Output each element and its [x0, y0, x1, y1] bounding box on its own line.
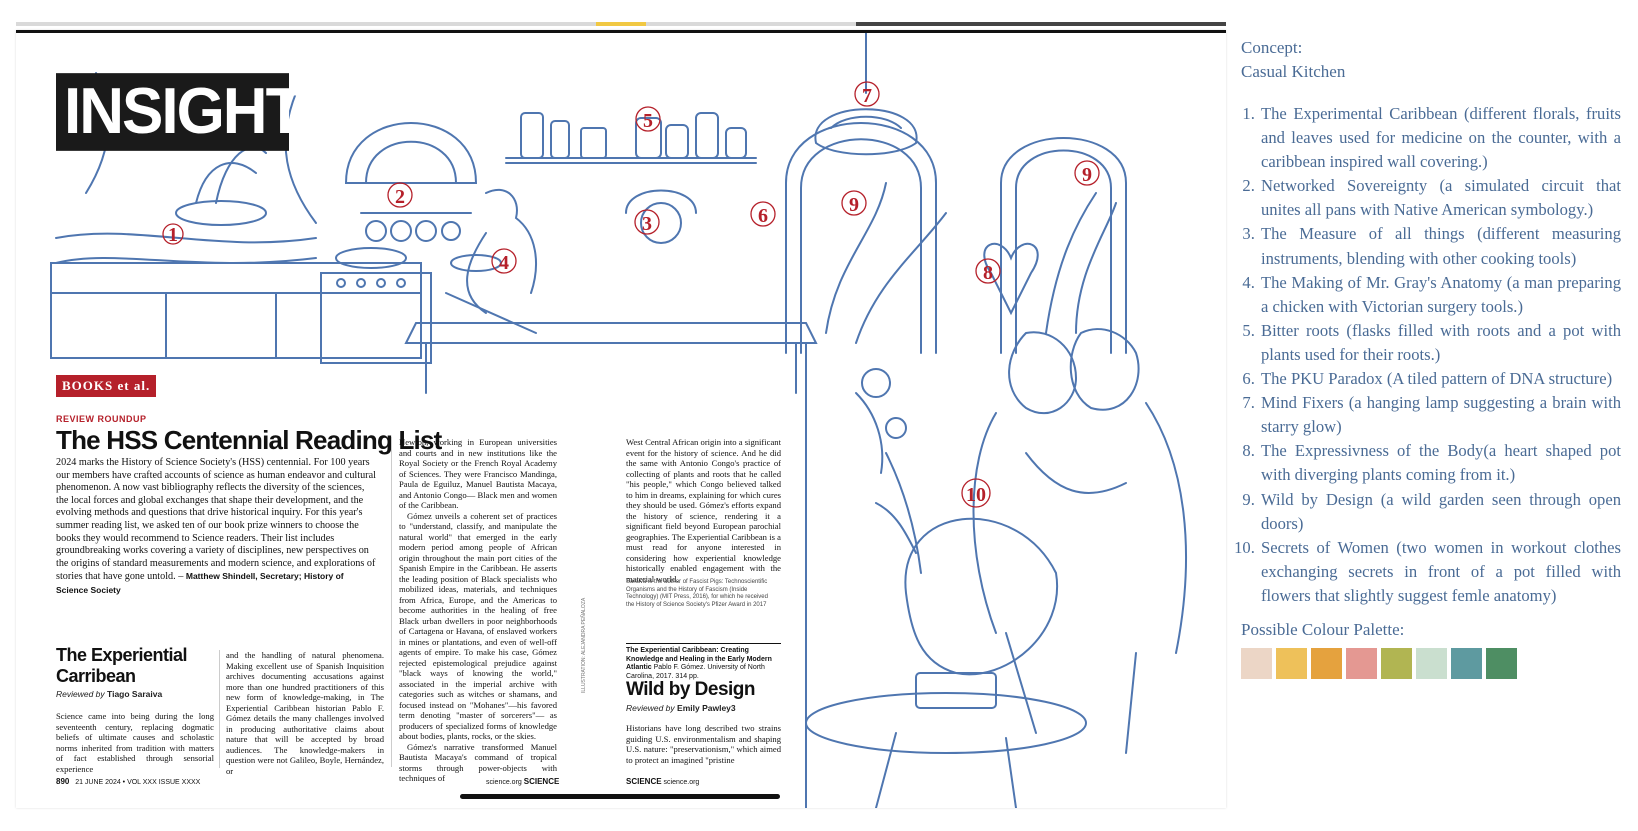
palette-swatch-2: [1276, 647, 1307, 679]
marker-10: 10: [961, 478, 991, 508]
palette-label: Possible Colour Palette:: [1241, 619, 1405, 639]
list-item: Wild by Design (a wild garden seen throu…: [1259, 488, 1621, 536]
heart-pot: [983, 242, 1039, 316]
magazine-spread: 1 2 3 4 5 6 7 8 9 9 10 INSIGHTS BOOKS et…: [16, 30, 1226, 808]
list-item: Mind Fixers (a hanging lamp suggesting a…: [1259, 391, 1621, 439]
home-indicator-bar[interactable]: [460, 794, 780, 799]
arch-door-right: [1000, 137, 1127, 354]
column-3: Newton, working in European universities…: [399, 437, 557, 783]
insights-banner: INSIGHTS: [56, 73, 343, 151]
marker-group: 1 2 3 4 5 6 7 8 9 9 10: [162, 81, 1100, 508]
svg-text:5: 5: [643, 110, 653, 132]
list-item: The Measure of all things (different mea…: [1259, 222, 1621, 270]
svg-text:3: 3: [642, 213, 652, 235]
intro-signature: Matthew Shindell, Secretary; History of …: [56, 571, 344, 595]
marker-2: 2: [387, 182, 413, 208]
palette-swatch-4: [1346, 647, 1377, 679]
colour-palette: [1241, 647, 1621, 679]
range-hood: [344, 122, 478, 184]
marker-7: 7: [854, 81, 880, 107]
palette-swatch-7: [1451, 647, 1482, 679]
marker-8: 8: [975, 258, 1001, 284]
svg-text:9: 9: [1082, 164, 1092, 186]
svg-text:10: 10: [966, 484, 986, 506]
column-5: Historians have long described two strai…: [626, 723, 781, 765]
list-item: Secrets of Women (two women in workout c…: [1259, 536, 1621, 608]
list-item: Networked Sovereignty (a simulated circu…: [1259, 174, 1621, 222]
list-item: Bitter roots (flasks filled with roots a…: [1259, 319, 1621, 367]
palette-swatch-6: [1416, 647, 1447, 679]
svg-text:1: 1: [168, 224, 178, 246]
svg-text:9: 9: [849, 194, 859, 216]
review2-title: Wild by Design: [626, 679, 756, 700]
palette-swatch-8: [1486, 647, 1517, 679]
review-kicker: REVIEW ROUNDUP: [56, 414, 147, 424]
kitchen-island: [404, 322, 818, 344]
author-bio: Saraiva is the author of Fascist Pigs: T…: [626, 579, 768, 608]
list-item: The Expressivness of the Body(a heart sh…: [1259, 439, 1621, 487]
book-reference: The Experiential Caribbean: Creating Kno…: [626, 643, 781, 681]
marker-1: 1: [162, 223, 184, 246]
svg-text:8: 8: [983, 262, 993, 284]
marker-3: 3: [634, 209, 660, 235]
counter-left: [50, 262, 422, 359]
books-badge: BOOKS et al.: [56, 375, 157, 397]
concept-notes-panel: Concept: Casual Kitchen The Experimental…: [1241, 36, 1621, 679]
column-1: Science came into being during the long …: [56, 711, 214, 774]
illustration-credit: ILLUSTRATION: ALEJANDRA PEÑALOZA: [581, 597, 587, 693]
article-intro: 2024 marks the History of Science Societ…: [56, 457, 376, 595]
svg-text:2: 2: [395, 186, 405, 208]
svg-text:4: 4: [499, 252, 509, 274]
palette-swatch-1: [1241, 647, 1272, 679]
marker-4: 4: [491, 248, 517, 274]
column-2: and the handling of natural phenomena. M…: [226, 650, 384, 776]
flower-pot: [904, 517, 1059, 676]
concept-value: Casual Kitchen: [1241, 62, 1346, 81]
review2-byline: Reviewed by Emily Pawley3: [626, 703, 736, 713]
palette-swatch-5: [1381, 647, 1412, 679]
review1-title: The Experiential Carribean: [56, 645, 188, 686]
svg-text:6: 6: [758, 205, 768, 227]
progress-tabs: [16, 22, 1226, 26]
column-4: West Central African origin into a signi…: [626, 437, 781, 584]
concept-label: Concept:: [1241, 38, 1303, 57]
marker-6: 6: [750, 201, 776, 227]
kitchen-sketch-illustration: 1 2 3 4 5 6 7 8 9 9 10: [50, 33, 1187, 808]
marker-5: 5: [635, 106, 661, 132]
review1-byline: Reviewed by Tiago Saraiva: [56, 689, 163, 699]
footer-left: 890 21 JUNE 2024 • VOL XXX ISSUE XXXX: [56, 777, 201, 786]
concept-list: The Experimental Caribbean (different fl…: [1241, 102, 1621, 608]
list-item: The PKU Paradox (A tiled pattern of DNA …: [1259, 367, 1621, 391]
palette-swatch-3: [1311, 647, 1342, 679]
article-headline: The HSS Centennial Reading List: [56, 425, 442, 455]
list-item: The Making of Mr. Gray's Anatomy (a man …: [1259, 271, 1621, 319]
footer-center-right: SCIENCE science.org: [626, 777, 700, 786]
marker-9b: 9: [1074, 160, 1100, 186]
footer-center-left: science.org SCIENCE: [486, 777, 560, 786]
hanging-lamp: [814, 108, 918, 156]
list-item: The Experimental Caribbean (different fl…: [1259, 102, 1621, 174]
marker-9a: 9: [841, 190, 867, 216]
svg-text:7: 7: [862, 85, 872, 107]
arch-door-left: [785, 122, 937, 354]
